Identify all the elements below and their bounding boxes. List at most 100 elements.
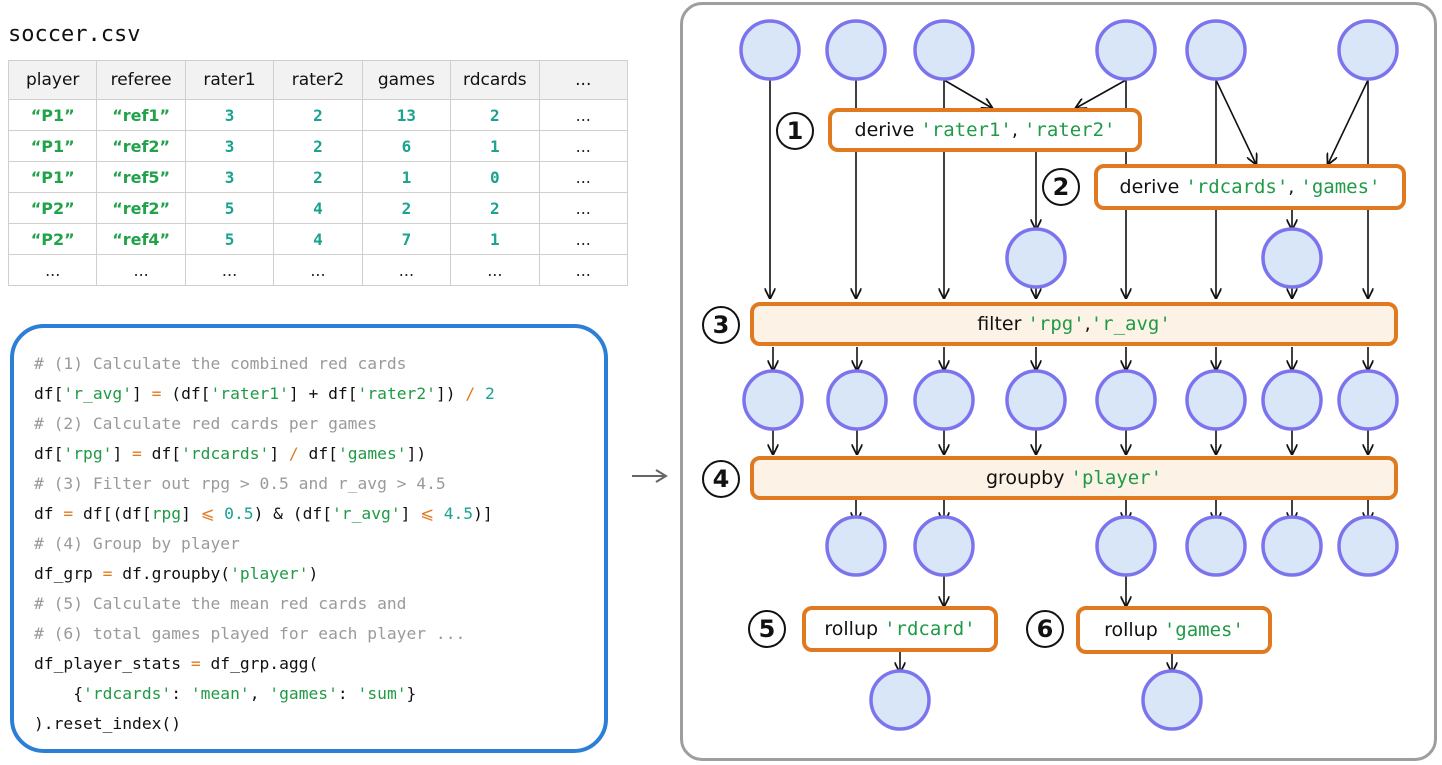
- table-cell: 3: [184, 99, 275, 131]
- table-cell: 3: [184, 161, 275, 193]
- dataframe-node: [1095, 369, 1157, 431]
- code-token: 'mean': [190, 684, 250, 703]
- code-panel: [10, 324, 608, 753]
- code-line: df_grp = df.groupby('player'): [34, 559, 495, 589]
- dataframe-node: [826, 369, 888, 431]
- code-token: df_player_stats: [34, 654, 191, 673]
- operation-box: derive 'rdcards', 'games': [1094, 164, 1406, 210]
- dataframe-node: [1141, 669, 1203, 731]
- code-line: df['rpg'] = df['rdcards'] / df['games']): [34, 439, 495, 469]
- step-number-badge: 1: [776, 112, 814, 150]
- flow-arrow: [1328, 79, 1369, 164]
- table-cell: “P1”: [7, 130, 98, 162]
- table-cell: “ref1”: [96, 99, 186, 131]
- code-token: rpg: [151, 504, 182, 523]
- dataframe-node: [739, 19, 801, 81]
- table-cell: ...: [273, 254, 363, 286]
- code-token: df[: [34, 384, 64, 403]
- column-header: rater1: [184, 60, 275, 100]
- transition-arrow-icon: [632, 469, 668, 483]
- code-token: ]: [112, 444, 133, 463]
- code-token: # (2) Calculate red cards per games: [34, 414, 378, 433]
- code-token: 4.5: [443, 504, 474, 523]
- code-token: 0.5: [224, 504, 254, 523]
- code-token: # (3) Filter out rpg > 0.5 and r_avg > 4…: [34, 474, 446, 493]
- table-cell: ...: [538, 161, 629, 193]
- code-token: 'r_avg': [63, 384, 133, 403]
- code-token: {: [34, 684, 84, 703]
- code-token: df_grp: [34, 564, 103, 583]
- dataframe-node: [825, 19, 887, 81]
- code-token: ]: [400, 504, 421, 523]
- code-token: :: [337, 684, 358, 703]
- table-cell: ...: [96, 254, 186, 286]
- column-header: rdcards: [450, 60, 540, 100]
- code-token: 'player': [230, 564, 309, 583]
- table-cell: 7: [361, 223, 452, 255]
- code-line: df['r_avg'] = (df['rater1'] + df['rater2…: [34, 379, 495, 409]
- step-number-badge: 3: [702, 306, 740, 344]
- code-token: ]: [132, 384, 152, 403]
- table-cell: ...: [361, 254, 452, 286]
- dataframe-node: [1337, 515, 1399, 577]
- code-token: # (6) total games played for each player…: [34, 624, 466, 643]
- operation-arg: 'rpg': [1027, 313, 1085, 335]
- operation-verb: groupby: [985, 467, 1071, 489]
- code-token: =: [151, 384, 162, 403]
- code-token: 'rdcards': [181, 444, 270, 463]
- code-token: ).reset_index(): [34, 714, 182, 733]
- operation-verb: derive: [1119, 176, 1186, 198]
- dataframe-node: [913, 369, 975, 431]
- step-number-badge: 2: [1042, 168, 1080, 206]
- dataframe-node: [1261, 515, 1323, 577]
- table-cell: ...: [538, 99, 629, 131]
- table-cell: ...: [450, 254, 540, 286]
- dataframe-node: [869, 669, 931, 731]
- step-number-badge: 6: [1026, 610, 1064, 648]
- dataframe-node: [1337, 19, 1399, 81]
- dataframe-node: [1005, 369, 1067, 431]
- code-token: =: [132, 444, 142, 463]
- column-header: player: [7, 60, 98, 100]
- code-token: =: [63, 504, 74, 523]
- dataframe-node: [1095, 19, 1157, 81]
- code-token: # (4) Group by player: [34, 534, 240, 553]
- code-token: ]: [181, 504, 201, 523]
- operation-arg: ,: [1288, 176, 1301, 198]
- code-token: ) & (df[: [253, 504, 332, 523]
- table-cell: 4: [273, 192, 363, 224]
- table-cell: 2: [450, 192, 540, 224]
- code-token: ⩽: [420, 504, 434, 523]
- operation-arg: 'rater2': [1023, 119, 1116, 141]
- code-token: df_grp.agg(: [200, 654, 319, 673]
- operation-box: derive 'rater1', 'rater2': [828, 108, 1142, 152]
- operation-arg: ,: [1011, 119, 1024, 141]
- dataflow-panel: [680, 2, 1437, 761]
- operation-arg: 'rdcard': [884, 618, 976, 640]
- file-title: soccer.csv: [8, 22, 141, 47]
- code-token: 'games': [337, 444, 407, 463]
- code-token: ]: [269, 444, 289, 463]
- operation-arg: 'r_avg': [1090, 313, 1171, 335]
- code-token: 'rater1': [210, 384, 289, 403]
- dataframe-node: [1261, 369, 1323, 431]
- dataframe-node: [1261, 227, 1323, 289]
- table-cell: 1: [361, 161, 452, 193]
- code-token: ] + df[: [288, 384, 358, 403]
- code-token: ): [308, 564, 319, 583]
- flow-arrow: [1076, 79, 1127, 108]
- code-token: )]: [473, 504, 493, 523]
- operation-arg: 'games': [1163, 619, 1244, 641]
- code-token: df[: [141, 444, 182, 463]
- code-line: {'rdcards': 'mean', 'games': 'sum'}: [34, 679, 495, 709]
- code-token: /: [288, 444, 299, 463]
- dataframe-node: [1337, 369, 1399, 431]
- dataframe-node: [1005, 227, 1067, 289]
- table-cell: “P1”: [7, 99, 98, 131]
- code-line: # (3) Filter out rpg > 0.5 and r_avg > 4…: [34, 469, 495, 499]
- code-token: ⩽: [200, 504, 215, 523]
- dataframe-node: [825, 515, 887, 577]
